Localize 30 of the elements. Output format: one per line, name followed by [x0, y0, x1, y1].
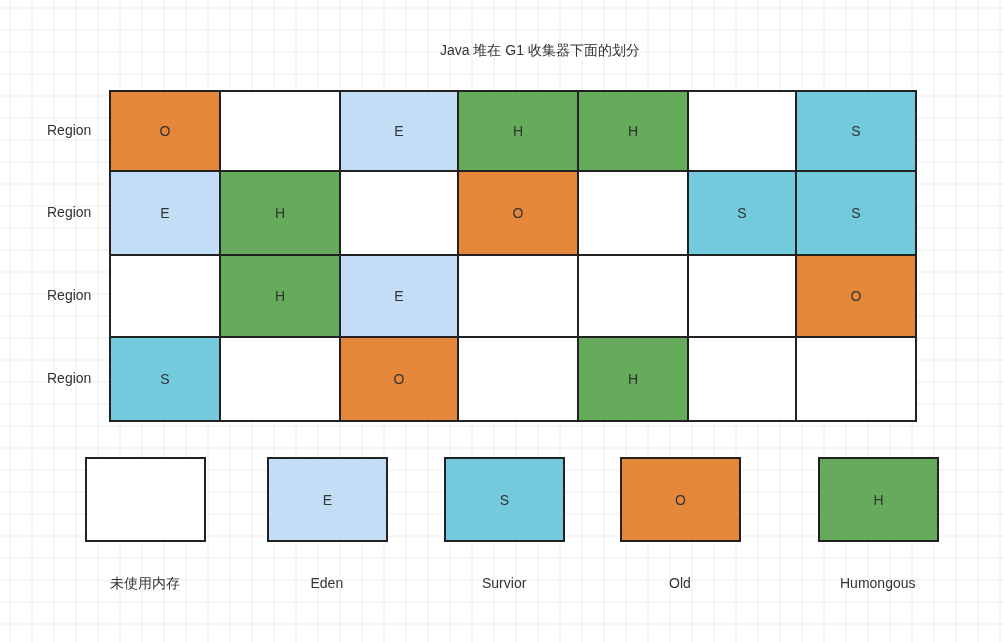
region-cell: S [109, 336, 221, 422]
region-cell: O [339, 336, 459, 422]
region-cell: H [577, 90, 689, 172]
legend-label: Old [669, 575, 691, 591]
region-cell: H [219, 170, 341, 256]
swatch-letter: H [873, 491, 884, 508]
row-label: Region [47, 122, 92, 138]
legend-label: Eden [310, 575, 344, 591]
legend-label: 未使用内存 [110, 575, 180, 593]
swatch-letter: O [675, 491, 686, 508]
row-label: Region [47, 204, 92, 220]
region-cell: E [109, 170, 221, 256]
region-cell: S [795, 170, 917, 256]
row-label: Region [47, 287, 92, 303]
legend-label: Survior [482, 575, 527, 591]
region-cell: H [457, 90, 579, 172]
region-cell: E [339, 254, 459, 338]
region-cell: O [457, 170, 579, 256]
legend-label: Humongous [840, 575, 916, 591]
swatch-letter: S [499, 491, 510, 508]
region-cell: O [109, 90, 221, 172]
region-cell: S [687, 170, 797, 256]
region-cell: E [339, 90, 459, 172]
swatch-letter: E [322, 491, 333, 508]
region-cell: H [219, 254, 341, 338]
row-label: Region [47, 370, 92, 386]
region-cell: O [795, 254, 917, 338]
region-cell: H [577, 336, 689, 422]
region-cell: S [795, 90, 917, 172]
diagram-title: Java 堆在 G1 收集器下面的划分 [440, 42, 640, 60]
